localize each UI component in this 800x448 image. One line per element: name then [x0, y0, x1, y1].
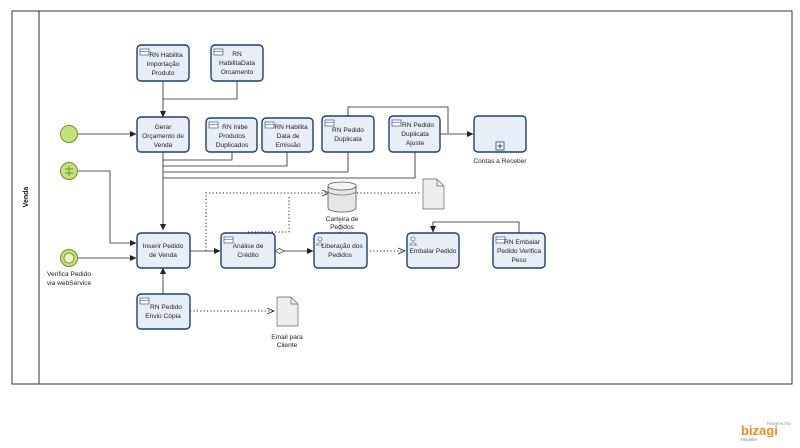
- timer-icon: [63, 252, 75, 264]
- sequence-flows: [78, 80, 520, 294]
- task-rn-inibe-duplicados[interactable]: RN Inibe Produtos Duplicados: [205, 117, 258, 153]
- task-gerar-orcamento[interactable]: Gerar Orçamento de Venda: [136, 116, 190, 153]
- email-label-1: Email para: [271, 334, 303, 341]
- rule-icon: [213, 48, 224, 56]
- task-rn-embalar-verifica-peso[interactable]: RN Embalar Pedido Verifica Peso: [492, 232, 546, 269]
- data-object-email-cliente[interactable]: [276, 296, 299, 327]
- svg-text:RN Pedido: RN Pedido: [332, 127, 364, 134]
- rule-icon: [139, 48, 150, 56]
- start-event[interactable]: [60, 125, 78, 143]
- assoc-inserir-carteira: [205, 193, 329, 251]
- datastore-label-2: Pedidos: [330, 224, 355, 231]
- svg-text:Gerar: Gerar: [155, 124, 173, 131]
- task-rn-habilita-data-emissao[interactable]: RN Habilita Data de Emissão: [261, 117, 314, 153]
- svg-text:HabilitaData: HabilitaData: [219, 60, 255, 67]
- rule-icon: [139, 297, 150, 305]
- plus-icon: [65, 166, 73, 176]
- svg-text:Peso: Peso: [511, 257, 526, 264]
- flow-dup-merge: [163, 152, 349, 173]
- rule-icon: [391, 119, 402, 127]
- email-label-2: Cliente: [277, 342, 298, 349]
- svg-text:Análise de: Análise de: [233, 243, 264, 250]
- task-rn-pedido-duplicata-ajuste[interactable]: RN Pedido Duplicata Ajuste: [388, 115, 441, 153]
- flow-emissao-merge: [163, 152, 288, 167]
- svg-text:Orçamento de: Orçamento de: [142, 133, 184, 140]
- svg-text:Crédito: Crédito: [237, 252, 259, 259]
- svg-text:Ajuste: Ajuste: [406, 140, 425, 147]
- pool: [11, 10, 793, 385]
- svg-text:Duplicados: Duplicados: [216, 142, 249, 149]
- svg-text:Emissão: Emissão: [275, 142, 301, 149]
- lane-label: Venda: [23, 187, 30, 208]
- svg-text:Pedidos: Pedidos: [328, 252, 353, 259]
- svg-text:Embalar Pedido: Embalar Pedido: [410, 248, 457, 255]
- svg-text:RN Pedido: RN Pedido: [402, 122, 434, 129]
- task-embalar-pedido[interactable]: Embalar Pedido: [406, 232, 460, 269]
- task-liberacao-pedidos[interactable]: Liberação dos Pedidos: [313, 232, 368, 269]
- task-rn-habilita-importacao[interactable]: RN Habilita Importação Produto: [136, 44, 190, 82]
- rule-icon: [324, 119, 335, 127]
- associations: [190, 193, 421, 311]
- svg-text:Inserir Pedido: Inserir Pedido: [143, 243, 184, 250]
- rule-icon: [264, 121, 275, 129]
- svg-text:Pedido Verifica: Pedido Verifica: [497, 248, 541, 255]
- svg-text:Modeler: Modeler: [741, 437, 758, 442]
- flow-dup-top: [347, 106, 449, 133]
- start-event-timer[interactable]: [60, 249, 78, 267]
- webservice-label-1: Verifica Pedido: [47, 271, 91, 278]
- svg-text:RN Habilita: RN Habilita: [149, 52, 183, 59]
- user-icon: [408, 236, 418, 246]
- svg-text:RN Pedido: RN Pedido: [150, 304, 182, 311]
- rule-icon: [208, 121, 219, 129]
- rule-icon: [495, 236, 506, 244]
- data-object-document[interactable]: [422, 178, 445, 210]
- svg-text:Powered by: Powered by: [767, 421, 792, 426]
- assoc-analise-carteira: [248, 196, 290, 233]
- svg-text:Produtos: Produtos: [219, 133, 246, 140]
- svg-text:RN: RN: [232, 51, 242, 58]
- subprocess-contas-a-receber[interactable]: [473, 115, 527, 153]
- task-rn-pedido-duplicata[interactable]: RN Pedido Duplicata: [321, 115, 375, 153]
- task-analise-credito[interactable]: Análise de Crédito: [220, 232, 276, 269]
- flow-dupaj-merge: [163, 152, 416, 179]
- svg-text:Duplicata: Duplicata: [334, 136, 362, 143]
- bizagi-branding: Powered by bizagi Modeler: [741, 421, 792, 442]
- flow-dataorc-to-gerar: [163, 80, 238, 100]
- task-rn-pedido-envio-copia[interactable]: RN Pedido Envio Cópia: [136, 293, 191, 330]
- svg-text:Orcamento: Orcamento: [221, 69, 254, 76]
- flow-inibe-merge: [163, 152, 233, 161]
- datastore-carteira-pedidos[interactable]: [327, 181, 357, 213]
- svg-text:RN Habilita: RN Habilita: [274, 124, 308, 131]
- task-inserir-pedido[interactable]: Inserir Pedido de Venda: [136, 232, 191, 269]
- svg-text:Produto: Produto: [151, 70, 174, 77]
- svg-text:Venda: Venda: [154, 142, 173, 149]
- svg-text:Duplicata: Duplicata: [401, 131, 429, 138]
- webservice-label-2: via webService: [47, 280, 92, 287]
- svg-text:de Venda: de Venda: [149, 252, 177, 259]
- rule-icon: [223, 236, 234, 244]
- flow-message-start-to-inserir: [78, 170, 137, 246]
- svg-text:Data de: Data de: [276, 133, 299, 140]
- svg-text:Importação: Importação: [147, 61, 180, 68]
- user-icon: [315, 236, 325, 246]
- svg-text:RN Inibe: RN Inibe: [222, 124, 248, 131]
- task-rn-habilita-data-orcamento[interactable]: RN HabilitaData Orcamento: [210, 44, 264, 82]
- bizagi-logo: bizagi: [741, 423, 778, 438]
- datastore-label-1: Carteira de: [326, 216, 359, 223]
- flow-rnembalar-to-embalar: [430, 221, 520, 233]
- start-event-message[interactable]: [60, 162, 78, 180]
- subprocess-label: Contas a Receber: [473, 158, 527, 165]
- svg-text:RN Embalar: RN Embalar: [504, 239, 541, 246]
- svg-text:Liberação dos: Liberação dos: [321, 243, 363, 250]
- svg-text:Envio Cópia: Envio Cópia: [145, 313, 181, 320]
- expand-icon: [495, 141, 505, 151]
